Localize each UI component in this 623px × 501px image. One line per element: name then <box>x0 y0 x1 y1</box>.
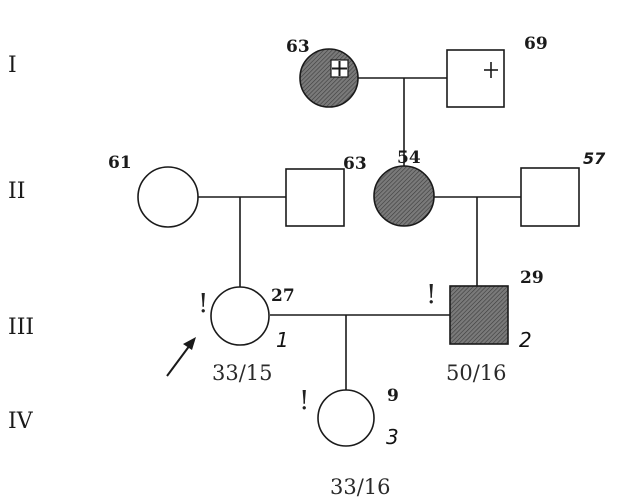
age-IV-1: 9 <box>387 386 399 406</box>
individual-III-2-affected-male <box>449 285 509 345</box>
age-III-1: 27 <box>271 286 295 306</box>
proband-arrowhead-icon <box>183 337 196 350</box>
individual-I-2-male <box>446 49 505 108</box>
age-III-2: 29 <box>520 268 544 288</box>
individual-II-2-male <box>285 168 345 227</box>
proband-arrow-icon <box>166 344 191 377</box>
age-I-2: 69 <box>524 34 548 54</box>
individual-IV-1-female <box>317 389 375 447</box>
individual-II-3-affected-female <box>373 165 435 227</box>
marker-III-2: ! <box>426 280 436 310</box>
age-II-3: 54 <box>397 148 421 168</box>
index-IV-1: 3 <box>386 425 399 449</box>
index-III-2: 2 <box>519 328 532 352</box>
generation-label-III: III <box>8 315 34 340</box>
marker-III-1: ! <box>198 289 208 319</box>
generation-label-IV: IV <box>8 409 34 434</box>
age-II-4: 57 <box>583 149 606 168</box>
individual-I-1-affected-female <box>299 48 359 108</box>
age-I-1: 63 <box>286 37 310 57</box>
age-II-1: 61 <box>108 153 132 173</box>
individual-II-4-male <box>520 167 580 227</box>
individual-III-1-proband-female <box>210 286 270 346</box>
marker-IV-1: ! <box>299 386 309 416</box>
index-III-1: 1 <box>276 328 289 352</box>
generation-label-I: I <box>8 53 17 78</box>
ratio-III-2: 50/16 <box>446 361 507 385</box>
age-II-2: 63 <box>343 154 367 174</box>
ratio-IV-1: 33/16 <box>330 475 391 499</box>
ratio-III-1: 33/15 <box>212 361 273 385</box>
individual-II-1-female <box>137 166 199 228</box>
generation-label-II: II <box>8 179 25 204</box>
